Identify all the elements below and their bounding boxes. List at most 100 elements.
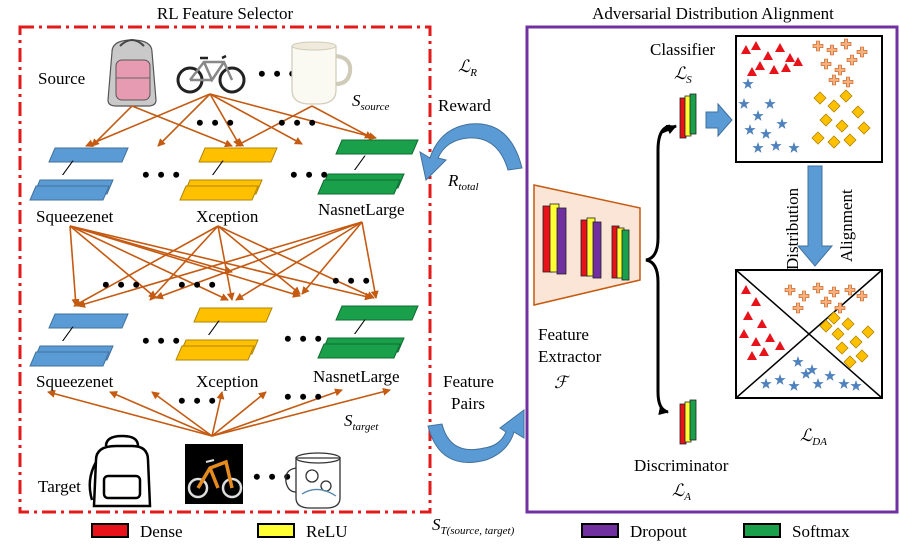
svg-text:• • •: • • • — [332, 268, 371, 293]
scatter-marker-cross — [812, 40, 824, 52]
alignment-label: Alignment — [837, 189, 856, 262]
backpack-photo-icon — [107, 39, 157, 107]
scatter-marker-triangle — [741, 45, 751, 54]
feature-extractor-layers — [542, 203, 630, 281]
scatter-marker-triangle — [775, 43, 785, 52]
svg-text:• • •: • • • — [284, 384, 323, 409]
classifier-label: Classifier — [650, 40, 715, 59]
svg-text:Dropout: Dropout — [630, 522, 687, 541]
scatter-marker-cross — [842, 76, 854, 88]
scatter-marker-triangle — [751, 297, 761, 306]
reward-label: Reward — [438, 96, 491, 115]
scatter-marker-diamond — [861, 325, 875, 339]
scatter-marker-star — [744, 124, 756, 135]
scatter-marker-star — [838, 378, 850, 389]
scatter-marker-diamond — [831, 327, 845, 341]
target-ellipsis: • • • — [253, 464, 292, 489]
bicycle-photo-icon — [176, 54, 246, 94]
scatter-marker-cross — [856, 290, 868, 302]
scatter-marker-cross — [798, 290, 810, 302]
scatter-marker-cross — [844, 284, 856, 296]
nasnetlarge-bottom-block: ∕ — [317, 305, 419, 359]
model-cross-arrows — [69, 221, 379, 308]
scatter-marker-diamond — [835, 341, 849, 355]
scatter-marker-triangle — [751, 41, 761, 50]
scatter-marker-star — [770, 140, 782, 151]
scatter-marker-cross — [820, 58, 832, 70]
rl-feature-selector-panel — [18, 25, 432, 514]
squeezenet-top-block: ∕ — [29, 147, 129, 201]
discriminator-layers-icon — [679, 399, 697, 445]
model-label-squeezenet-bottom: Squeezenet — [36, 372, 114, 391]
scatter-marker-triangle — [765, 333, 775, 342]
bottom-ellipsis-anchor: • • • • • • — [178, 384, 323, 413]
scatter-marker-diamond — [843, 355, 857, 369]
svg-text:• • •: • • • — [178, 272, 217, 297]
adversarial-alignment-title: Adversarial Distribution Alignment — [592, 4, 834, 23]
loss-r-symbol: ℒR — [458, 57, 477, 79]
model-label-nasnetlarge-bottom: NasnetLarge — [313, 367, 400, 386]
r-total-symbol: Rtotal — [447, 171, 479, 193]
source-to-model-arrows — [85, 93, 377, 148]
scatter-marker-cross — [834, 302, 846, 314]
scatter-marker-cross — [820, 296, 832, 308]
s-target-symbol: Starget — [344, 411, 379, 433]
scatter-marker-triangle — [759, 347, 769, 356]
model-label-xception-bottom: Xception — [196, 372, 259, 391]
nasnetlarge-top-block: ∕ — [317, 139, 419, 195]
legend: Dense ReLU Dropout Softmax — [91, 522, 850, 541]
discriminator-label: Discriminator — [634, 456, 729, 475]
scatter-marker-cross — [846, 54, 858, 66]
scatter-marker-star — [774, 374, 786, 385]
feature-pairs-curve-arrow — [427, 409, 525, 463]
scatter-marker-triangle — [785, 53, 795, 62]
svg-text:∕: ∕ — [212, 155, 224, 180]
svg-text:• • •: • • • — [178, 388, 217, 413]
backpack-sketch-icon — [88, 434, 152, 508]
scatter-marker-diamond — [841, 317, 855, 331]
scatter-marker-star — [812, 378, 824, 389]
scatter-marker-triangle — [741, 285, 751, 294]
scatter-marker-diamond — [849, 335, 863, 349]
scatter-marker-triangle — [747, 351, 757, 360]
scatter-marker-diamond — [819, 113, 833, 127]
scatter-marker-cross — [826, 44, 838, 56]
scatter-marker-diamond — [811, 131, 825, 145]
scatter-marker-star — [752, 110, 764, 121]
scatter-marker-diamond — [819, 319, 833, 333]
scatter-marker-diamond — [813, 91, 827, 105]
scatter-marker-star — [738, 98, 750, 109]
svg-text:Softmax: Softmax — [792, 522, 850, 541]
xception-top-block: ∕ — [179, 147, 278, 201]
squeezenet-bottom-block: ∕ — [29, 313, 129, 367]
legend-item-dense: Dense — [91, 522, 182, 541]
top-ellipsis-anchor: • • • • • • — [196, 110, 317, 135]
alignment-diagonal-2 — [735, 269, 883, 399]
scatter-marker-cross — [828, 286, 840, 298]
legend-item-relu: ReLU — [257, 522, 348, 541]
adversarial-alignment-panel — [525, 25, 899, 514]
scatter-marker-star — [752, 142, 764, 153]
target-to-model-arrows — [47, 387, 391, 437]
classifier-scatter-points — [738, 38, 871, 153]
loss-da-symbol: ℒDA — [800, 426, 827, 448]
scatter-marker-star — [788, 142, 800, 153]
feature-extractor-label-line2: Extractor — [538, 347, 602, 366]
rl-feature-selector-title: RL Feature Selector — [157, 4, 294, 23]
scatter-marker-diamond — [855, 349, 869, 363]
scatter-marker-triangle — [747, 67, 757, 76]
svg-text:• • •: • • • — [278, 110, 317, 135]
bicycle-dark-icon — [185, 444, 243, 504]
svg-text:∕: ∕ — [208, 315, 220, 340]
scatter-marker-triangle — [775, 341, 785, 350]
scatter-marker-diamond — [857, 121, 871, 135]
scatter-marker-star — [764, 98, 776, 109]
branch-brace — [645, 124, 671, 416]
svg-text:Dense: Dense — [140, 522, 182, 541]
feature-pairs-label-line1: Feature — [443, 372, 494, 391]
s-pair-symbol: ST(source, target) — [432, 515, 515, 537]
scatter-marker-cross — [812, 282, 824, 294]
feature-extractor-label-line1: Feature — [538, 325, 589, 344]
scatter-marker-triangle — [793, 57, 803, 66]
distribution-label: Distribution — [783, 187, 802, 270]
